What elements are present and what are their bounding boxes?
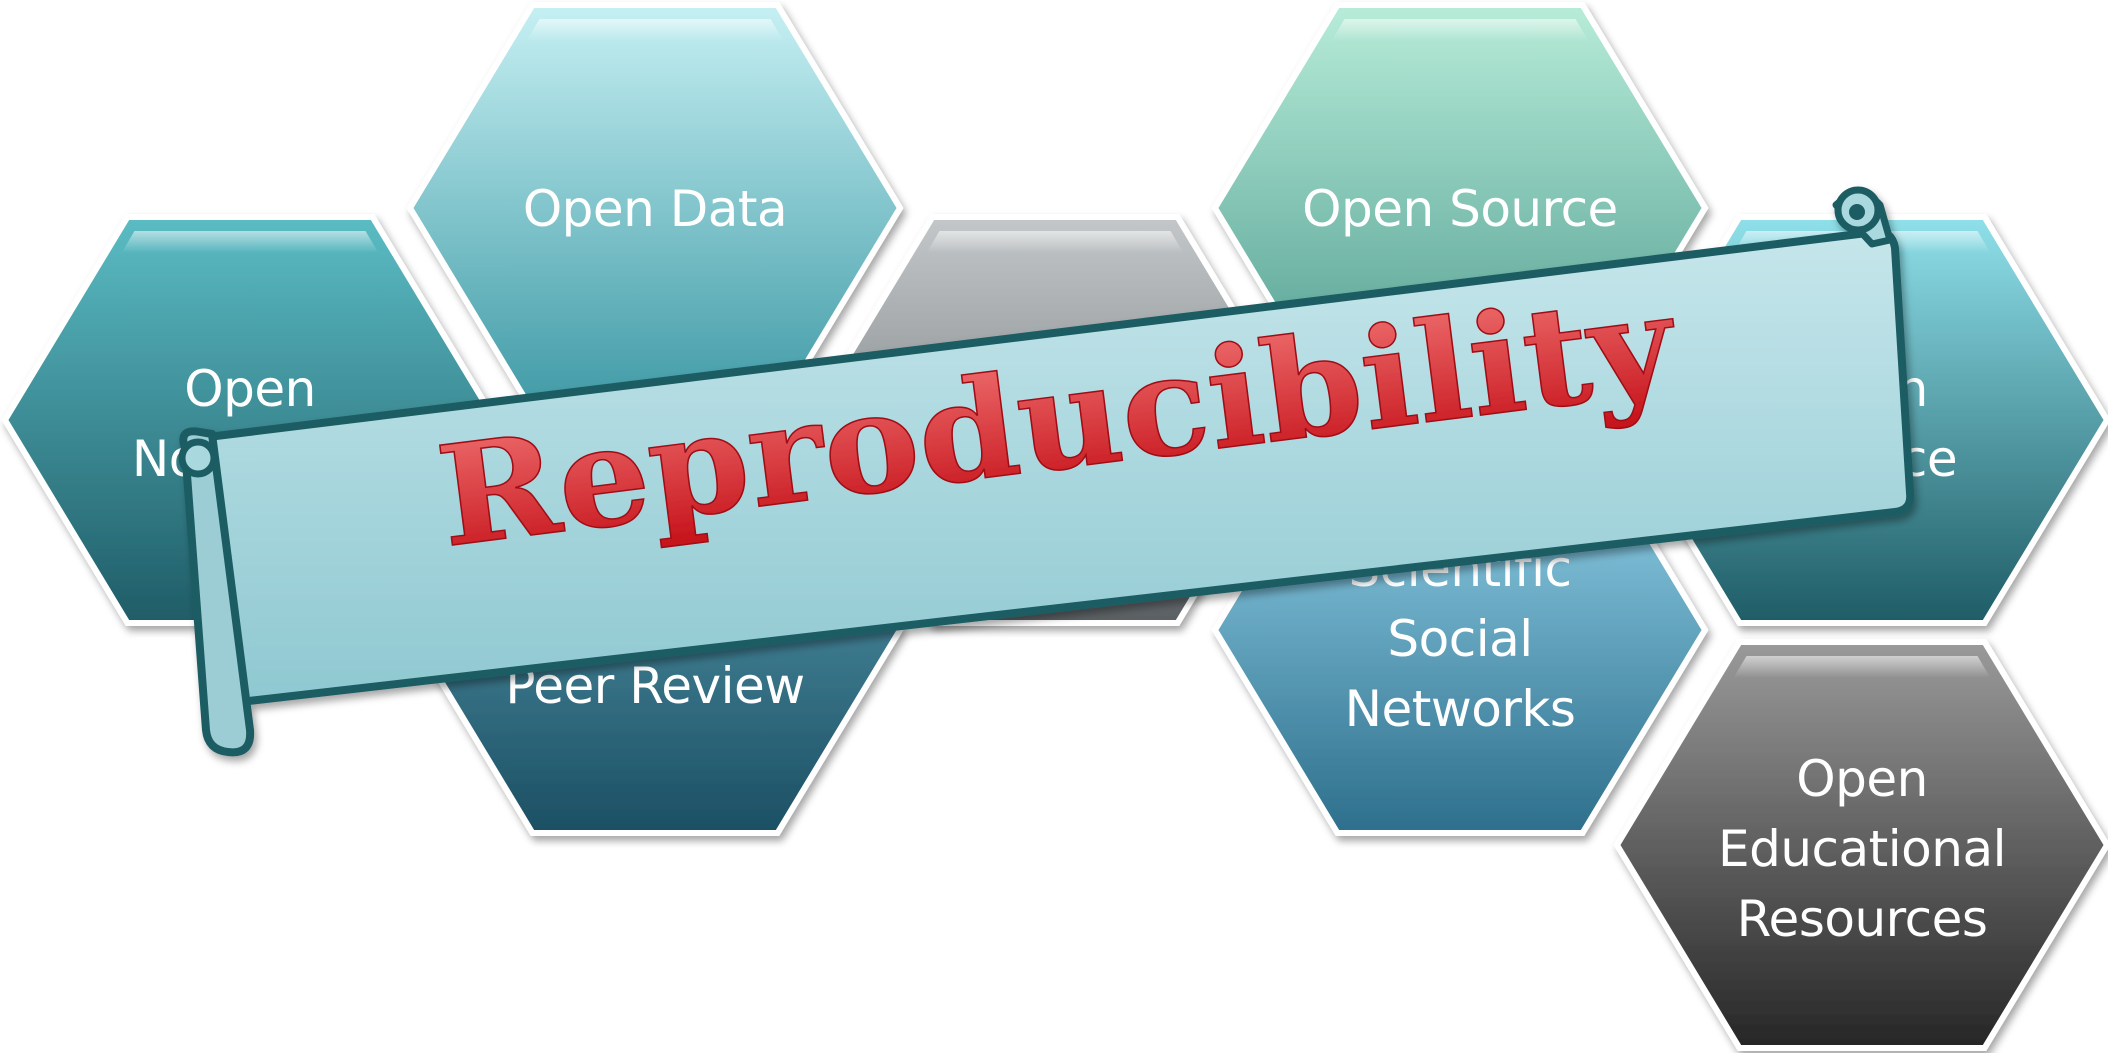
- hex-label-line: Open Data: [523, 180, 787, 238]
- hexagon-bevel-highlight: [926, 231, 1184, 253]
- banner-left-curl: [178, 438, 218, 478]
- banner-right-curl-inner: [1849, 204, 1865, 220]
- banner-left-roll: [179, 427, 255, 757]
- hexagon-bevel-highlight: [1733, 656, 1991, 678]
- hexagon-shape: [1613, 639, 2108, 1051]
- hex-label-line: Open: [1796, 750, 1928, 808]
- hexagon-bevel-highlight: [1331, 19, 1589, 41]
- hex-label-line: Social: [1387, 610, 1532, 668]
- hexagon-bevel-highlight: [526, 19, 784, 41]
- hex-label-line: Educational: [1718, 820, 2006, 878]
- hex-label-line: Open Source: [1302, 180, 1618, 238]
- hex-label-line: Networks: [1345, 680, 1576, 738]
- hex-open-data: Open Data: [406, 2, 904, 414]
- hex-label-line: Resources: [1737, 890, 1988, 948]
- hex-label-line: Open: [184, 360, 316, 418]
- hexagon-bevel-highlight: [121, 231, 379, 253]
